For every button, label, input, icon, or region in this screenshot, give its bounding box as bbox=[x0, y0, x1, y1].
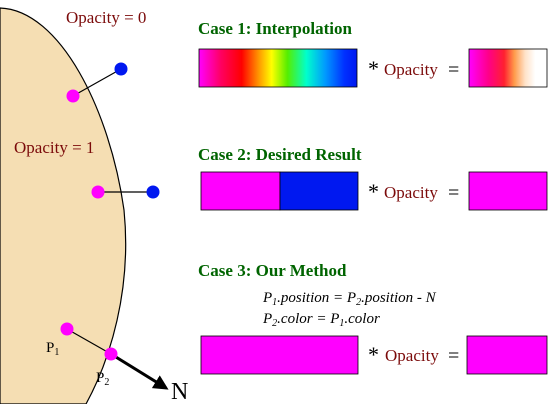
normal-label: N bbox=[171, 379, 188, 404]
method-formula-position: P1.position = P2.position - N bbox=[262, 290, 437, 308]
p1-label: P1 bbox=[46, 340, 59, 358]
case1-opacity-label: Opacity bbox=[384, 60, 438, 79]
particle-p1 bbox=[60, 322, 74, 336]
particle-blue bbox=[114, 62, 128, 76]
case3-equals: = bbox=[448, 345, 459, 367]
normal-arrow bbox=[110, 352, 169, 390]
case2-blue-half bbox=[279, 171, 359, 211]
case3-result-bar bbox=[466, 335, 548, 375]
particle-link bbox=[66, 328, 112, 355]
particle-link bbox=[72, 68, 122, 97]
case2-equals: = bbox=[448, 182, 459, 204]
opacity-zero-label: Opacity = 0 bbox=[66, 8, 146, 27]
method-formula-color: P2.color = P1.color bbox=[262, 311, 380, 329]
case1-title: Case 1: Interpolation bbox=[198, 19, 352, 38]
case2-opacity-label: Opacity bbox=[384, 183, 438, 202]
particle-blue bbox=[146, 185, 160, 199]
case1-multiply: * bbox=[368, 56, 379, 81]
particle-magenta bbox=[66, 89, 80, 103]
opacity-one-label: Opacity = 1 bbox=[14, 138, 94, 157]
sphere-surface bbox=[0, 7, 127, 404]
case1-result-bar bbox=[468, 48, 548, 88]
case3-multiply: * bbox=[368, 342, 379, 367]
case2-magenta-half bbox=[200, 171, 281, 211]
case2-multiply: * bbox=[368, 179, 379, 204]
particle-p2 bbox=[104, 347, 118, 361]
case2-result-bar bbox=[468, 171, 548, 211]
particle-magenta bbox=[91, 185, 105, 199]
case3-opacity-label: Opacity bbox=[385, 346, 439, 365]
case3-input-bar bbox=[200, 335, 359, 375]
p2-label: P2 bbox=[96, 370, 109, 388]
case1-input-bar bbox=[198, 48, 358, 88]
case2-title: Case 2: Desired Result bbox=[198, 145, 362, 164]
case1-equals: = bbox=[448, 59, 459, 81]
case3-title: Case 3: Our Method bbox=[198, 261, 347, 280]
